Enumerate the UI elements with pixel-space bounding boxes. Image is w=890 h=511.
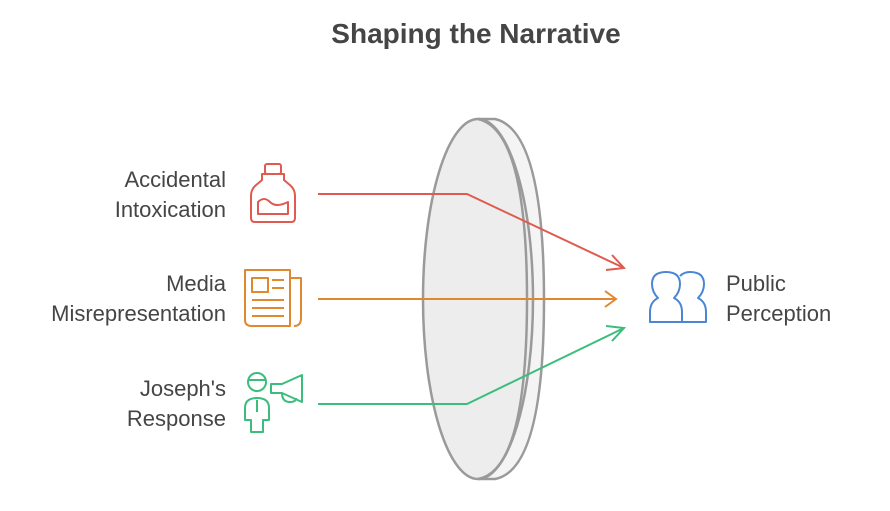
- label-media-misrepresentation: Media Misrepresentation: [51, 271, 226, 326]
- label-josephs-response: Joseph's Response: [126, 376, 226, 431]
- bottle-icon: [250, 163, 296, 223]
- megaphone-person-icon: [244, 372, 303, 433]
- label-public-perception: Public Perception: [726, 271, 832, 326]
- newspaper-icon: [244, 269, 302, 327]
- arrow-accidental-intoxication: [318, 193, 627, 271]
- label-accidental-intoxication: Accidental Intoxication: [114, 167, 226, 222]
- arrow-media-misrepresentation: [318, 290, 618, 308]
- arrow-josephs-response: [318, 325, 627, 405]
- diagram-title: Shaping the Narrative: [331, 18, 621, 49]
- people-icon: [649, 271, 707, 323]
